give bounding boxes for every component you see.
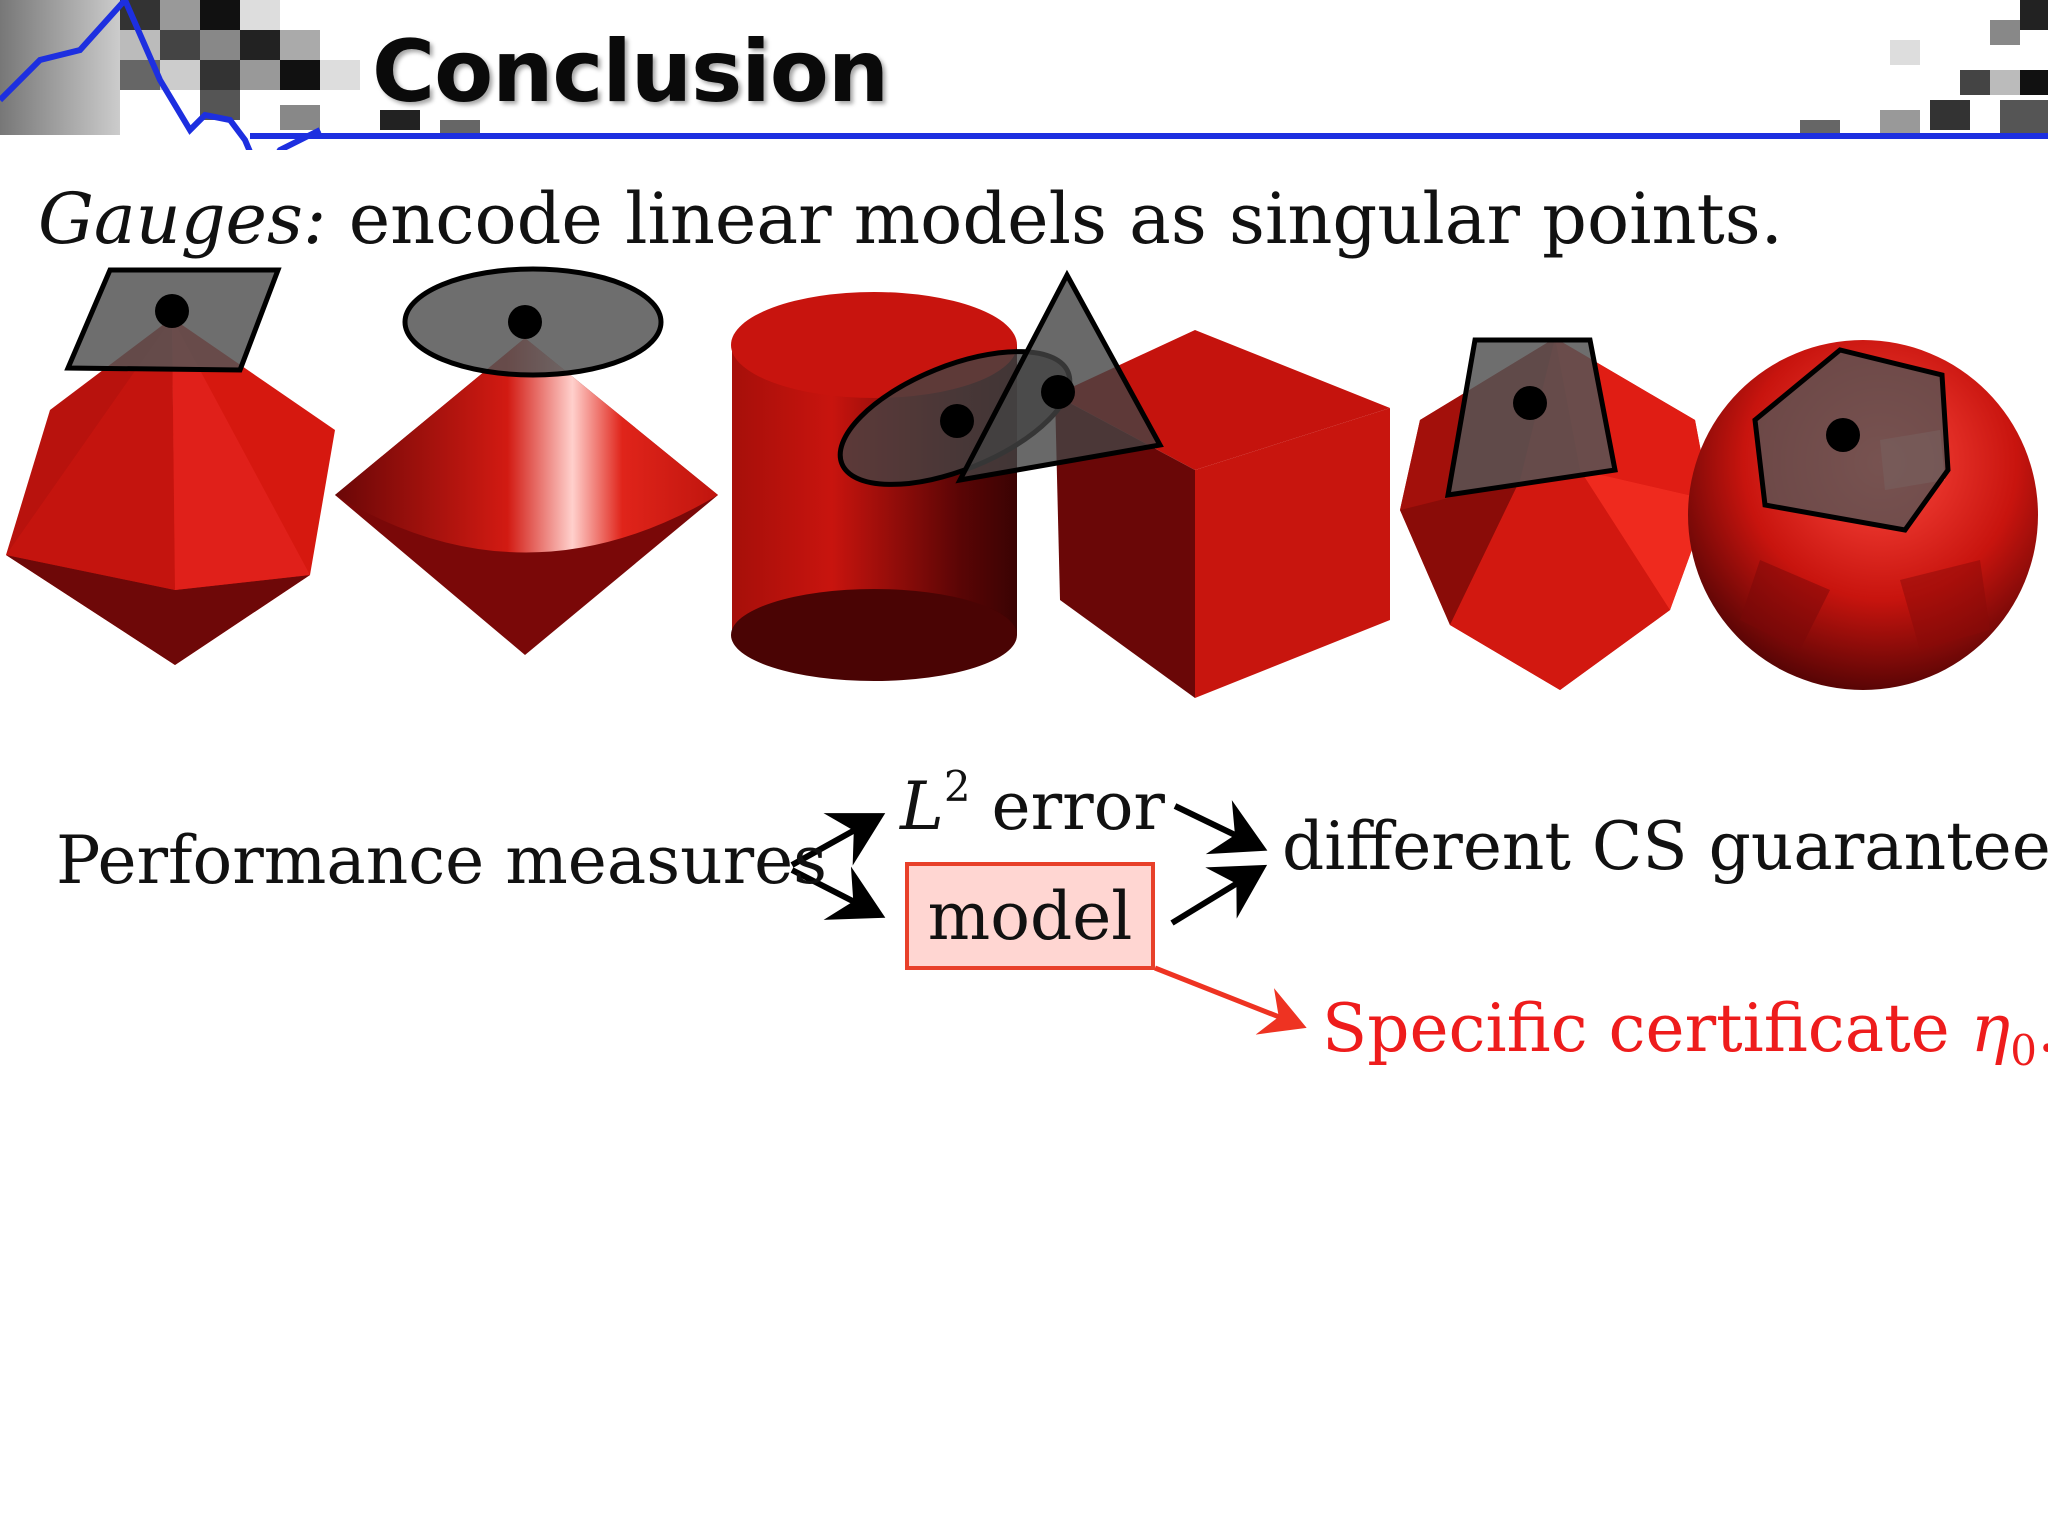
certificate-subscript: 0 — [2010, 1026, 2037, 1075]
l2-error-label: L2 error — [900, 762, 1165, 845]
l2-symbol: L — [900, 768, 944, 845]
polyhedron-shape — [1400, 337, 1710, 690]
model-box: model — [905, 862, 1155, 970]
singular-point — [508, 305, 542, 339]
certificate-label: Specific certificate η0. — [1322, 990, 2048, 1075]
singular-point — [1513, 386, 1547, 420]
singular-point-cylinder — [940, 404, 974, 438]
signal-curve — [0, 0, 322, 150]
gauge-shapes-figure — [6, 266, 2038, 698]
certificate-period: . — [2037, 990, 2048, 1067]
sphere-shape — [1688, 340, 2038, 690]
pixel-mosaic-left — [0, 0, 480, 135]
l2-word: error — [970, 768, 1165, 845]
subtitle-emphasis: Gauges: — [38, 178, 327, 260]
double-cone-shape — [335, 266, 718, 655]
arrow-model-to-certificate — [1154, 965, 1307, 1035]
cs-guarantees-label: different CS guarantees — [1282, 808, 2048, 885]
cylinder-shape — [731, 292, 1017, 681]
cube-shape — [1055, 330, 1390, 698]
l2-exponent: 2 — [943, 762, 971, 811]
subtitle: Gauges: encode linear models as singular… — [38, 178, 1783, 260]
arrow-model-to-guarantees — [1170, 864, 1268, 926]
singular-point — [1826, 418, 1860, 452]
octahedron-shape — [6, 267, 335, 665]
singular-point — [155, 294, 189, 328]
certificate-text: Specific certificate — [1322, 990, 1971, 1067]
singular-point-cube — [1041, 375, 1075, 409]
arrow-l2-to-guarantees — [1173, 800, 1268, 855]
performance-measures-label: Performance measures — [56, 822, 828, 899]
subtitle-text: encode linear models as singular points. — [326, 178, 1783, 260]
header-decoration — [0, 0, 2048, 150]
pixel-mosaic-right — [1800, 0, 2048, 135]
certificate-symbol: η — [1970, 990, 2011, 1067]
slide-title: Conclusion — [372, 22, 889, 122]
